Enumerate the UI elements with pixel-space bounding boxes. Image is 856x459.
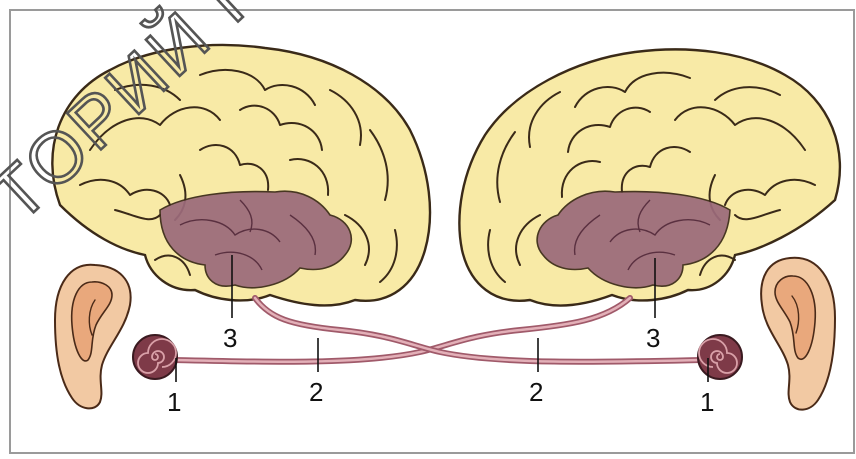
label-auditory-cortex-right: 3	[646, 323, 660, 353]
label-auditory-cortex-left: 3	[223, 323, 237, 353]
label-auditory-nerve-right: 2	[529, 377, 543, 407]
right-ear-icon	[761, 258, 835, 410]
label-cochlea-right: 1	[700, 387, 714, 417]
auditory-nerve-icon	[175, 298, 700, 362]
right-cochlea-icon	[698, 335, 742, 379]
label-cochlea-left: 1	[167, 387, 181, 417]
left-ear-icon	[55, 265, 131, 409]
left-cochlea-icon	[133, 335, 177, 379]
label-auditory-nerve-left: 2	[309, 377, 323, 407]
